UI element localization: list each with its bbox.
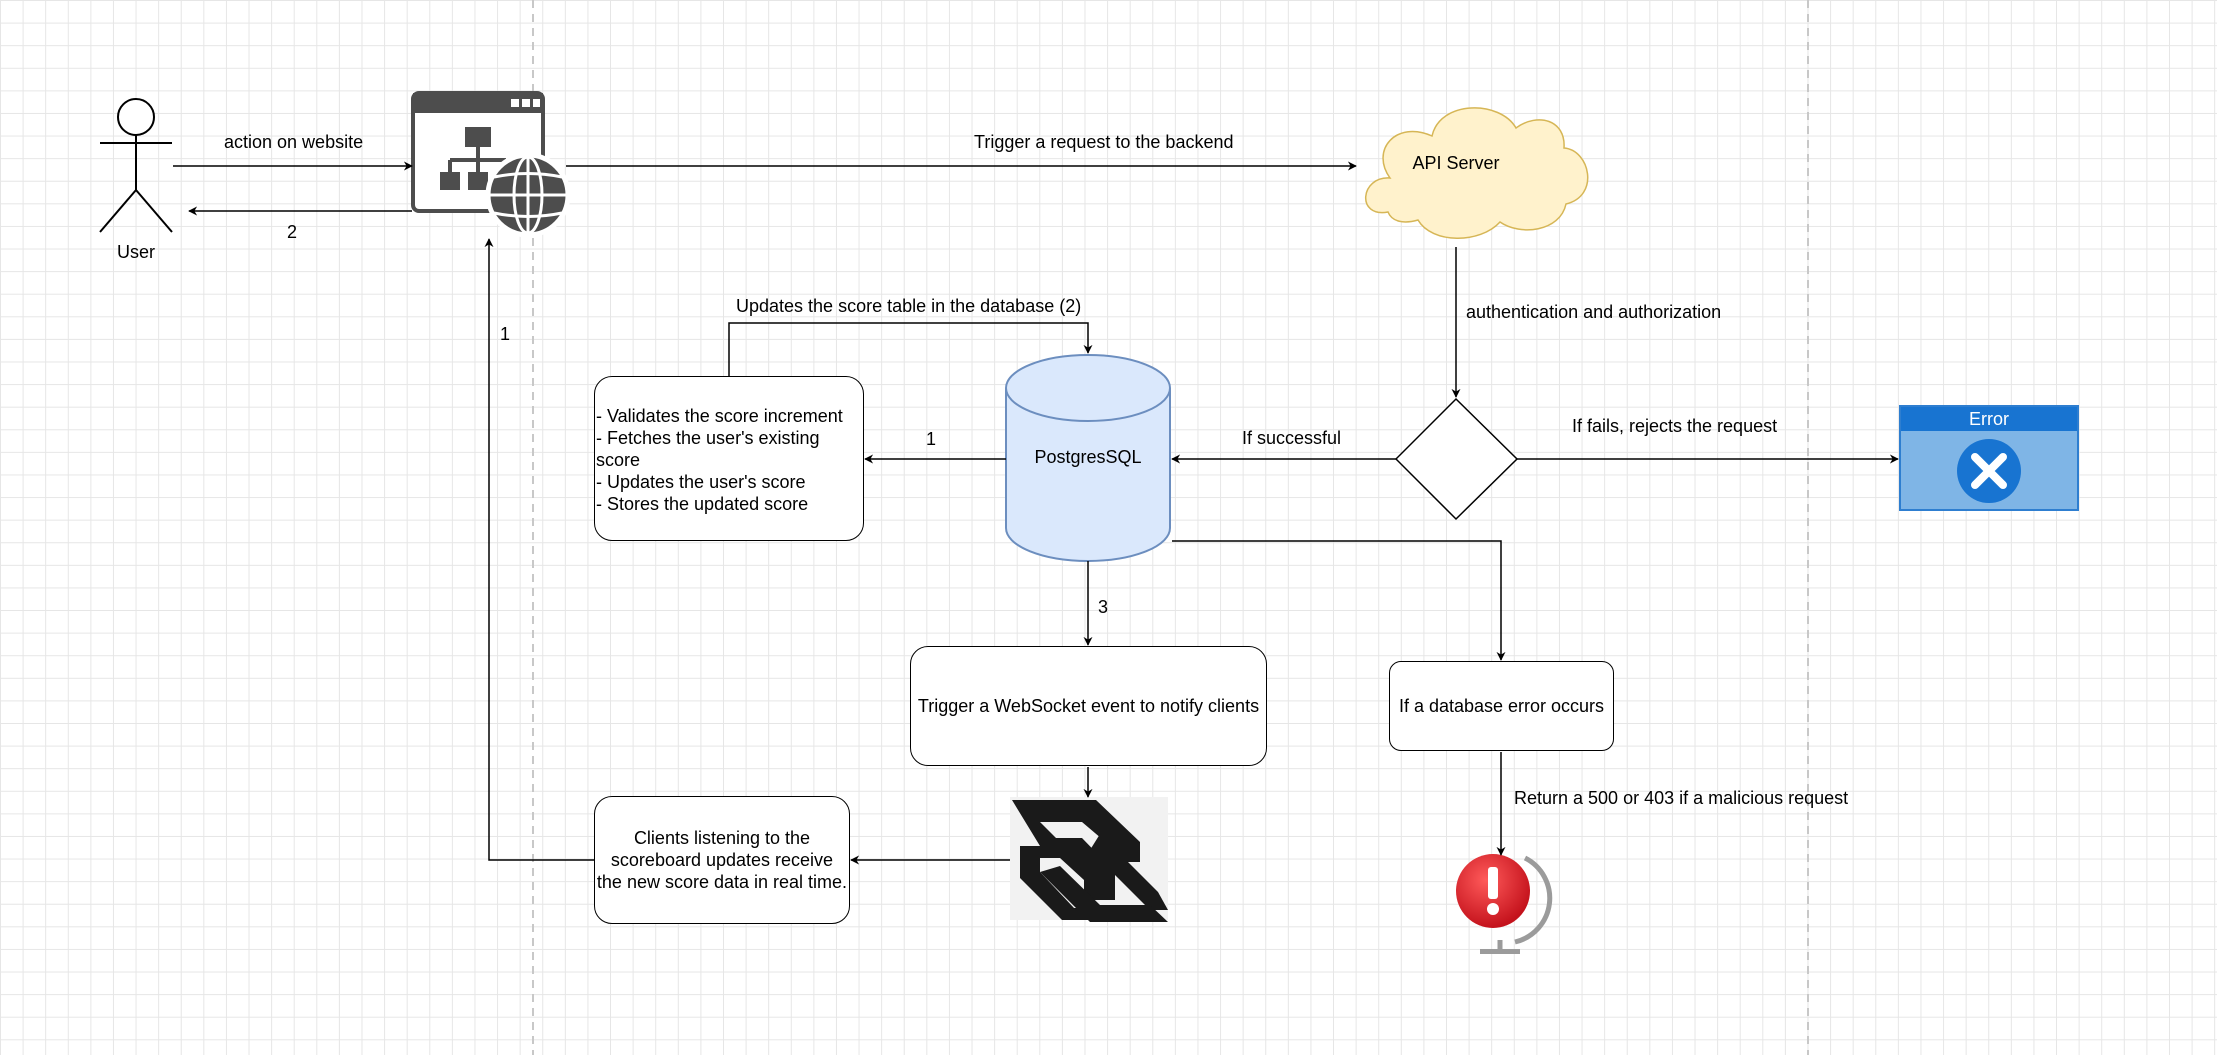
clients-listening-box[interactable]: Clients listening to the scoreboard upda…: [594, 796, 850, 924]
edge-db-error: [1172, 540, 1506, 661]
db-to-validate-1-label: 1: [926, 429, 937, 449]
validate-step: score: [596, 450, 641, 470]
database-label: PostgresSQL: [1034, 447, 1142, 467]
validate-score-box[interactable]: - Validates the score increment - Fetche…: [594, 376, 864, 541]
update-score-table-label: Updates the score table in the database …: [736, 296, 1082, 316]
trigger-request-label: Trigger a request to the backend: [974, 132, 1234, 152]
action-on-website-label: action on website: [224, 132, 364, 152]
postgres-database-icon[interactable]: [1005, 354, 1171, 562]
return-500-label: Return a 500 or 403 if a malicious reque…: [1514, 788, 1849, 808]
api-server-label: API Server: [1412, 153, 1500, 173]
db-error-label: If a database error occurs: [1398, 696, 1605, 716]
return-2-label: 2: [287, 222, 298, 242]
websocket-logo-icon[interactable]: [1010, 797, 1168, 922]
websocket-event-box[interactable]: Trigger a WebSocket event to notify clie…: [910, 646, 1267, 766]
user-label: User: [116, 242, 156, 262]
edge-clients-to-browser: [484, 238, 594, 861]
validate-score-steps: - Validates the score increment - Fetche…: [596, 405, 863, 515]
browser-1-label: 1: [500, 324, 511, 344]
clients-line: scoreboard updates receive: [610, 850, 834, 870]
validate-step: - Validates the score increment: [596, 406, 843, 426]
db-error-box[interactable]: If a database error occurs: [1389, 661, 1614, 751]
website-icon[interactable]: [411, 91, 571, 238]
alert-globe-icon[interactable]: [1456, 854, 1553, 954]
error-card[interactable]: Error: [1899, 405, 2079, 511]
validate-step: - Fetches the user's existing: [596, 428, 820, 448]
validate-step: - Updates the user's score: [596, 472, 806, 492]
clients-line: Clients listening to the: [633, 828, 811, 848]
db-to-websocket-3-label: 3: [1098, 597, 1109, 617]
validate-step: - Stores the updated score: [596, 494, 809, 514]
auth-label: authentication and authorization: [1466, 302, 1722, 322]
api-server-cloud-icon[interactable]: [1364, 107, 1589, 239]
edge-update-score-table: [728, 322, 1093, 376]
if-successful-label: If successful: [1242, 428, 1342, 448]
clients-line: the new score data in real time.: [596, 872, 848, 892]
error-card-title: Error: [1901, 407, 2077, 431]
if-fails-label: If fails, rejects the request: [1572, 416, 1778, 436]
close-circle-icon: [1957, 439, 2021, 503]
decision-diamond-icon[interactable]: [1394, 397, 1519, 521]
websocket-event-label: Trigger a WebSocket event to notify clie…: [917, 696, 1260, 716]
user-actor-icon[interactable]: [99, 98, 173, 233]
